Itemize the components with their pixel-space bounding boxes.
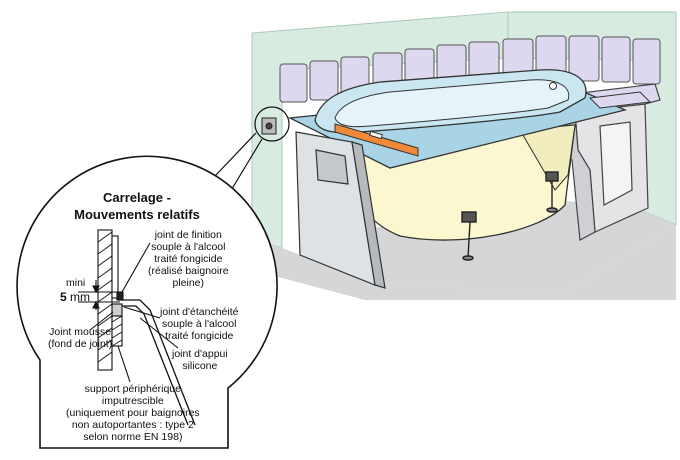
bathtub <box>287 69 652 241</box>
tub-legs <box>461 171 559 261</box>
detail-title-line1: Carrelage - <box>103 190 171 205</box>
cross-section <box>78 229 196 426</box>
label-support: support périphérique imputrescible (uniq… <box>66 383 200 443</box>
label-joint-mousse: Joint mousse (fond de joint) <box>48 326 113 350</box>
wall-bracket <box>261 117 277 135</box>
tub-front-panel <box>295 131 386 289</box>
spirit-level <box>334 123 419 157</box>
label-five-mm: 5 mm <box>60 290 91 304</box>
label-joint-appui: joint d'appui silicone <box>172 348 228 372</box>
floor <box>252 225 676 300</box>
label-mini: mini <box>66 277 86 289</box>
label-joint-finition: joint de finition souple à l'alcool trai… <box>148 229 229 289</box>
label-joint-etancheite: joint d'étanchéité souple à l'alcool tra… <box>160 306 239 342</box>
detail-title: Carrelage - Mouvements relatifs <box>52 189 222 223</box>
detail-title-line2: Mouvements relatifs <box>74 207 200 222</box>
detail-callout-frame <box>16 155 278 449</box>
